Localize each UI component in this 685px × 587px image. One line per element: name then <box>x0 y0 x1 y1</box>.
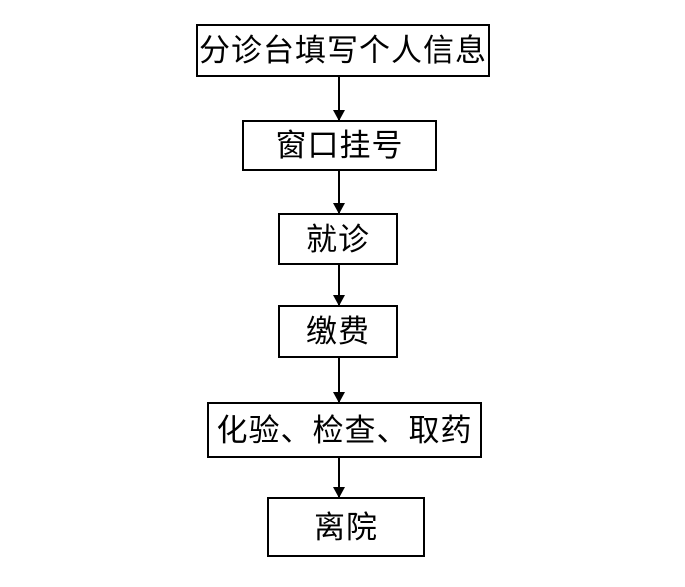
flow-node-window-registration: 窗口挂号 <box>242 120 437 171</box>
flow-node-tests-checkup-medicine: 化验、检查、取药 <box>207 402 482 458</box>
flow-node-payment: 缴费 <box>278 305 398 358</box>
flow-node-label: 化验、检查、取药 <box>216 412 473 448</box>
flow-node-triage-info: 分诊台填写个人信息 <box>196 24 490 77</box>
down-arrow-icon <box>338 458 340 497</box>
down-arrow-icon <box>338 77 340 120</box>
flow-node-label: 缴费 <box>306 314 370 349</box>
down-arrow-icon <box>338 358 340 402</box>
down-arrow-icon <box>338 171 340 213</box>
flow-node-label: 就诊 <box>306 221 370 257</box>
flow-node-leave-hospital: 离院 <box>267 497 425 557</box>
flow-node-label: 离院 <box>314 509 378 545</box>
flow-node-label: 分诊台填写个人信息 <box>199 33 487 68</box>
flow-node-label: 窗口挂号 <box>275 128 404 163</box>
flow-node-consultation: 就诊 <box>278 213 398 265</box>
down-arrow-icon <box>338 265 340 305</box>
